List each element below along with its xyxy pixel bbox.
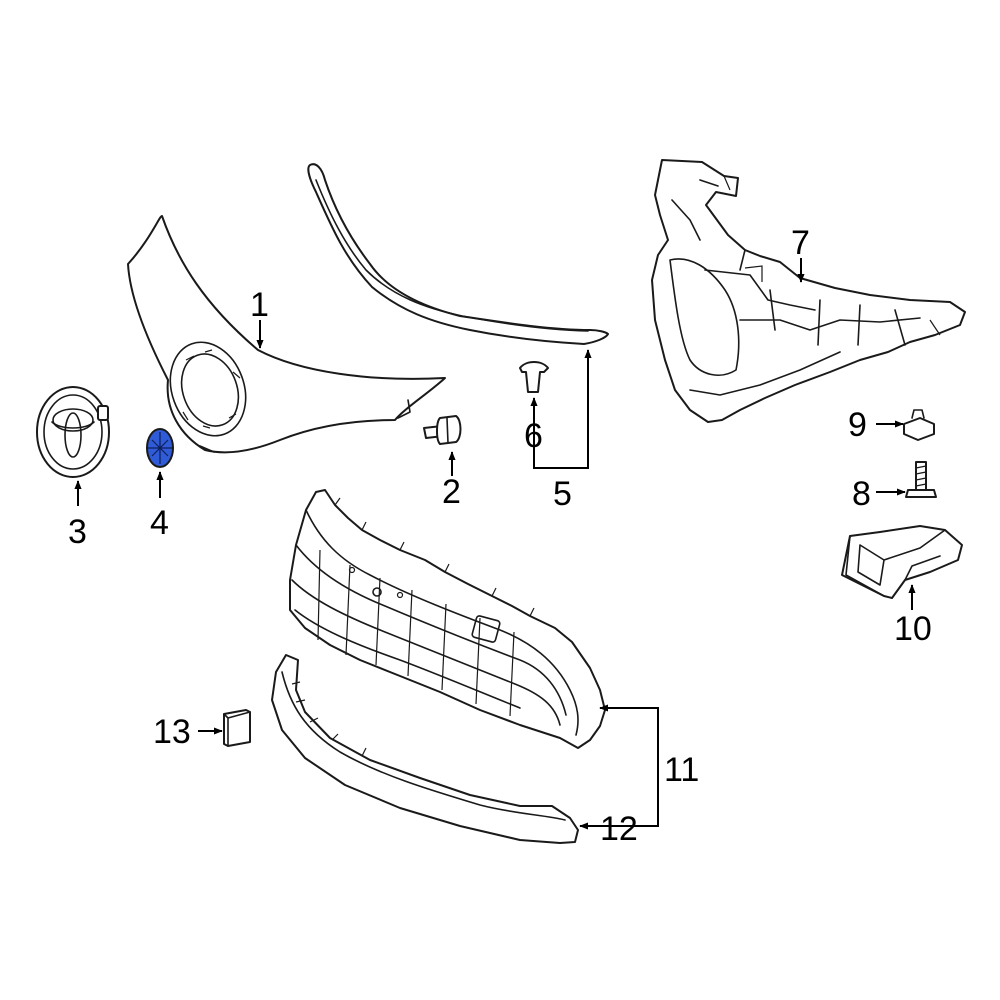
air-duct-part[interactable] [841, 525, 963, 599]
callout-13: 13 [153, 713, 191, 751]
leader-11-12 [600, 768, 659, 827]
callout-6: 6 [524, 417, 543, 455]
lower-molding-part[interactable] [271, 654, 579, 844]
callout-8: 8 [852, 475, 871, 513]
bolt-part[interactable] [423, 415, 462, 445]
callout-12: 12 [600, 810, 638, 848]
callout-labels: 1 2 3 4 5 6 7 8 9 10 11 12 13 [68, 224, 932, 848]
callout-11: 11 [664, 751, 699, 789]
callout-5: 5 [553, 475, 572, 513]
emblem-part[interactable] [36, 386, 110, 478]
callout-1: 1 [250, 286, 269, 324]
upper-grille-panel-part[interactable] [127, 214, 446, 454]
callout-10: 10 [894, 610, 932, 648]
emblem-retainer-part[interactable] [146, 428, 174, 468]
clip-part[interactable] [519, 361, 549, 393]
molding-part[interactable] [307, 163, 609, 345]
callout-9: 9 [848, 406, 867, 444]
bracket-frame-part[interactable] [651, 159, 966, 423]
leader-5 [533, 349, 592, 469]
screw-part[interactable] [905, 461, 937, 498]
callout-3: 3 [68, 513, 87, 551]
callout-2: 2 [442, 473, 461, 511]
nut-part[interactable] [903, 409, 935, 441]
callout-7: 7 [791, 224, 810, 262]
clip-13-part[interactable] [223, 709, 251, 747]
grille-assembly-part[interactable] [289, 489, 606, 749]
leader-lines [74, 258, 916, 830]
callout-4: 4 [150, 504, 169, 542]
leader-11 [599, 704, 659, 768]
